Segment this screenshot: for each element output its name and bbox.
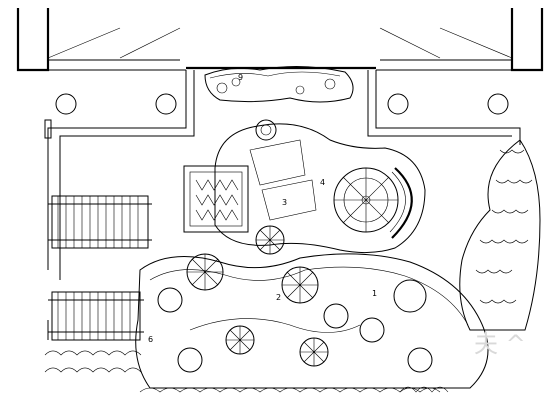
label-area-6: 6 [148,335,153,344]
round-planters [55,93,509,115]
label-area-9: 9 [238,73,243,82]
label-area-1: 1 [372,289,377,298]
circular-plaza [333,167,413,239]
watermark: 夫 ^ [474,330,526,358]
lower-garden-bed: 2 1 6 [135,253,489,389]
bottom-shrub-band [44,350,449,393]
tree-symbols [157,225,433,373]
upper-garden-bed: 4 3 [214,119,426,254]
label-area-2: 2 [276,293,281,302]
pergola-lower [48,291,144,341]
building-outline [16,8,544,340]
right-shrub-band [459,139,541,331]
label-area-3: 3 [282,198,287,207]
pergola-upper [48,195,152,249]
square-pavilion [183,165,249,233]
top-planter-bed: 9 [204,65,354,103]
label-area-4: 4 [320,178,325,187]
